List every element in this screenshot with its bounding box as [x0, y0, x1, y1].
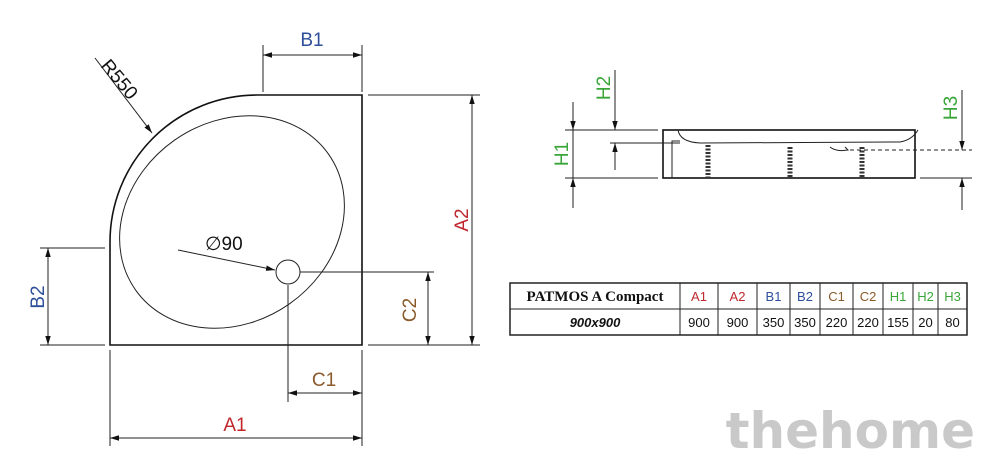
radius-label: R550 — [96, 56, 141, 104]
drain-hole — [275, 259, 301, 285]
tray-side-basin — [677, 129, 919, 144]
radius-leader — [94, 57, 153, 134]
drain-leader — [177, 249, 276, 271]
watermark-logo: thehome — [726, 402, 975, 460]
table-value-h2: 20 — [918, 315, 932, 330]
table-header-h2: H2 — [917, 289, 934, 304]
table-header-h1: H1 — [890, 289, 907, 304]
dim-a1-label: A1 — [223, 415, 246, 436]
dim-b2-label: B2 — [28, 285, 49, 308]
dim-c2-label: C2 — [400, 298, 421, 322]
dim-h3-label: H3 — [941, 96, 962, 120]
dim-h1-label: H1 — [552, 142, 573, 166]
table-header-c1: C1 — [828, 289, 845, 304]
tray-basin — [119, 115, 345, 329]
table-value-b1: 350 — [763, 315, 785, 330]
table-header-b2: B2 — [797, 289, 813, 304]
table-value-a1: 900 — [688, 315, 710, 330]
table-value-c1: 220 — [826, 315, 848, 330]
table-value-a2: 900 — [727, 315, 749, 330]
side-view: H1 H2 H3 — [552, 70, 972, 210]
table-size: 900x900 — [570, 315, 621, 330]
spec-table: PATMOS A Compact 900x900 A1 900 A2 900 B1 350… — [509, 282, 968, 336]
table-value-h3: 80 — [945, 315, 959, 330]
dim-h2-label: H2 — [594, 76, 615, 100]
tray-outline — [109, 94, 363, 346]
table-model-name: PATMOS A Compact — [527, 289, 664, 305]
table-value-c2: 220 — [857, 315, 879, 330]
dim-c1-label: C1 — [312, 370, 336, 391]
tray-side-outline — [662, 129, 916, 179]
table-header-a2: A2 — [730, 289, 746, 304]
dim-b1-label: B1 — [300, 30, 323, 51]
dim-a2-label: A2 — [452, 208, 473, 231]
table-header-c2: C2 — [860, 289, 877, 304]
top-view: B1 A2 B2 C2 C1 A1 R550 ∅90 — [28, 30, 480, 446]
drain-label: ∅90 — [205, 234, 243, 255]
table-header-a1: A1 — [691, 289, 707, 304]
table-value-b2: 350 — [794, 315, 816, 330]
table-value-h1: 155 — [887, 315, 909, 330]
table-header-h3: H3 — [944, 289, 961, 304]
table-header-b1: B1 — [766, 289, 782, 304]
